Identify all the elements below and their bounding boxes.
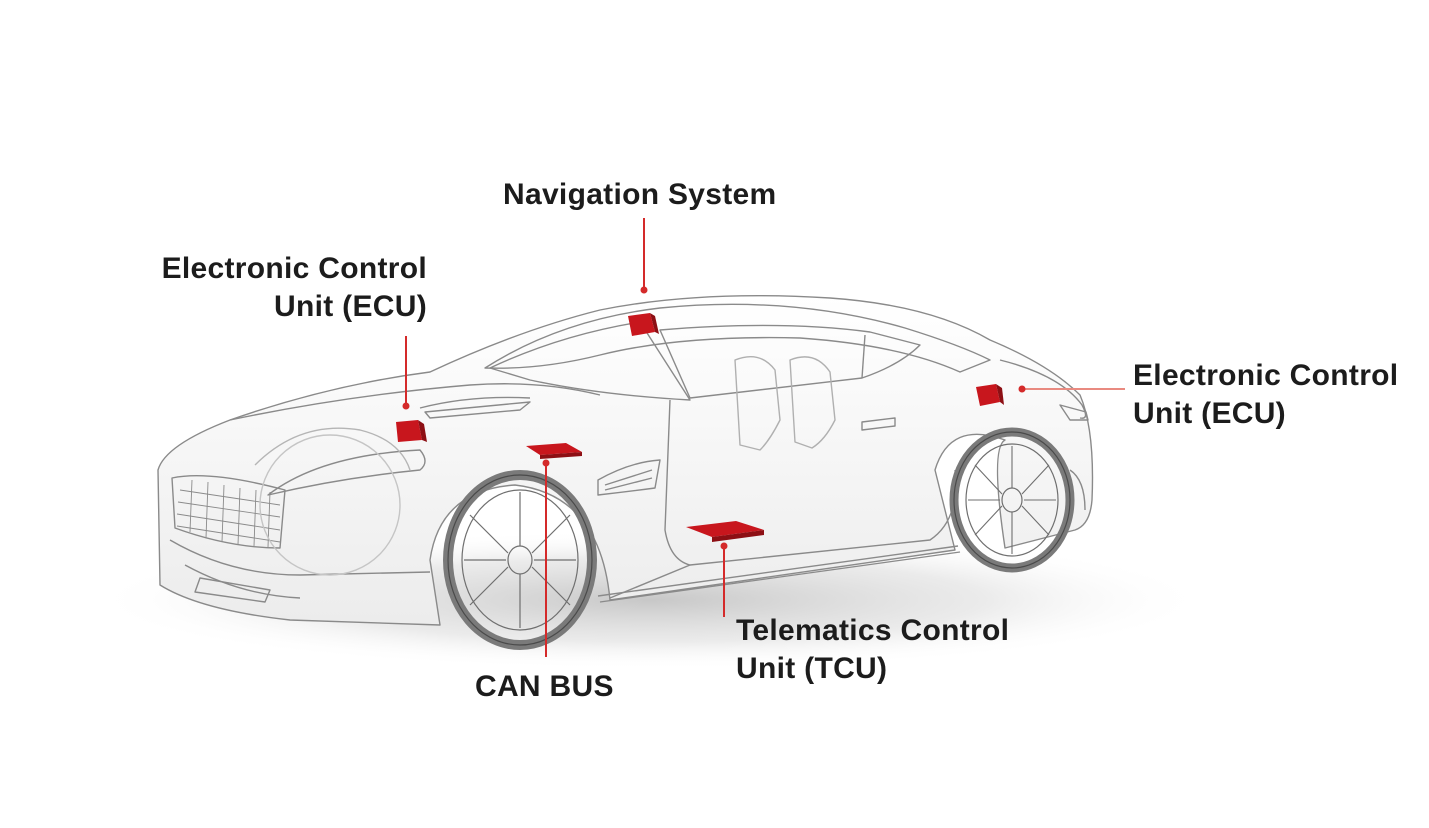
label-ecu-front: Electronic Control Unit (ECU) bbox=[153, 250, 427, 326]
rear-wheel bbox=[949, 427, 1075, 573]
label-ecu-rear-line2: Unit (ECU) bbox=[1133, 397, 1286, 430]
label-navigation-system: Navigation System bbox=[503, 176, 777, 214]
label-tcu-line1: Telematics Control bbox=[736, 614, 1010, 647]
component-ecu-rear-module bbox=[976, 384, 1004, 406]
component-tcu-module bbox=[686, 521, 764, 542]
label-ecu-rear-line1: Electronic Control bbox=[1133, 359, 1399, 392]
front-wheel bbox=[443, 470, 597, 650]
label-tcu-line2: Unit (TCU) bbox=[736, 652, 888, 685]
leader-lines bbox=[402, 218, 1125, 657]
label-can-bus-line1: CAN BUS bbox=[475, 670, 614, 703]
label-ecu-rear: Electronic Control Unit (ECU) bbox=[1133, 357, 1398, 433]
label-ecu-front-line1: Electronic Control bbox=[161, 252, 427, 285]
component-ecu-front-module bbox=[396, 420, 427, 442]
car-body bbox=[157, 295, 1094, 626]
label-can-bus: CAN BUS bbox=[475, 668, 614, 706]
label-ecu-front-line2: Unit (ECU) bbox=[274, 290, 427, 323]
component-can-bus-module bbox=[526, 443, 582, 459]
component-navigation-module bbox=[628, 313, 659, 336]
label-navigation-line1: Navigation System bbox=[503, 178, 777, 211]
label-tcu: Telematics Control Unit (TCU) bbox=[736, 612, 1009, 688]
